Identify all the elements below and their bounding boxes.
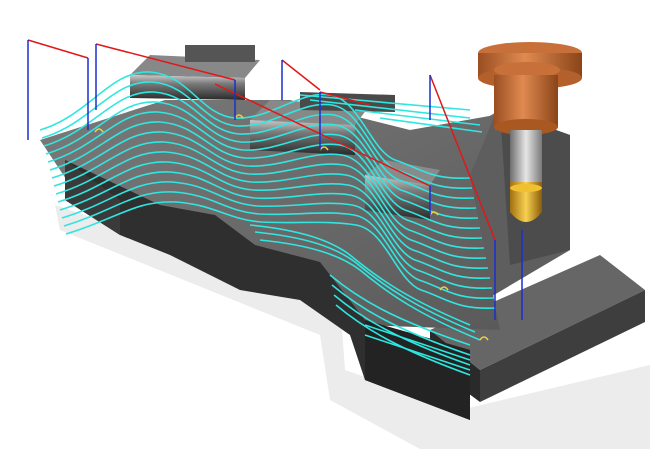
plunge-moves [27,40,523,320]
finishing-toolpath [39,71,497,376]
tool-holder-body [494,75,558,127]
cutting-tool [478,42,582,222]
ball-end-cutter [510,182,542,222]
rapid-moves [27,39,496,241]
tool-shank [510,130,542,182]
